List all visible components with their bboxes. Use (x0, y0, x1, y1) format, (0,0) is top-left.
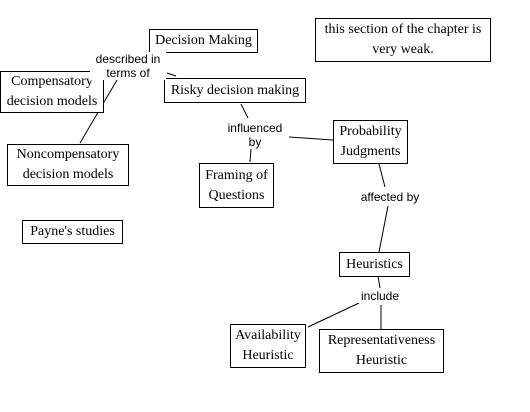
link-risky-to-influenced (240, 103, 249, 119)
link-influenced-to-framing (249, 148, 252, 163)
node-framing-label: Framing of Questions (205, 167, 268, 203)
node-compensatory-label: Compensatory decision models (6, 74, 98, 109)
node-decision-making-label: Decision Making (155, 33, 252, 48)
link-affected-to-heuristics (378, 205, 389, 253)
node-heuristics-label: Heuristics (346, 256, 403, 272)
node-probability-label: Probability Judgments (339, 124, 402, 159)
node-decision-making[interactable]: Decision Making (149, 29, 258, 53)
note-box[interactable]: this section of the chapter is very weak… (315, 18, 491, 62)
node-noncompensatory-decision-models[interactable]: Noncompensatory decision models (7, 144, 129, 186)
link-include-to-availability (307, 302, 360, 328)
node-risky-decision-making[interactable]: Risky decision making (164, 78, 306, 103)
node-representativeness-label: Representativeness Heuristic (327, 333, 436, 368)
link-described-to-risky (166, 72, 177, 77)
node-noncompensatory-label: Noncompensatory decision models (16, 147, 120, 182)
node-paynes-label: Payne's studies (30, 224, 115, 239)
link-label-influenced-by: influenced by (222, 121, 288, 149)
node-compensatory-decision-models[interactable]: Compensatory decision models (0, 71, 104, 113)
link-label-described-in-terms-of: described in terms of (90, 52, 166, 80)
node-framing-of-questions[interactable]: Framing of Questions (199, 163, 274, 208)
link-label-include: include (357, 289, 403, 303)
link-label-affected-by: affected by (357, 190, 423, 204)
link-influenced-to-probability (288, 136, 334, 141)
node-availability-heuristic[interactable]: Availability Heuristic (230, 324, 306, 368)
link-heuristics-to-include (377, 275, 381, 289)
node-risky-label: Risky decision making (170, 82, 300, 98)
note-text: this section of the chapter is very weak… (324, 22, 482, 57)
link-probability-to-affected (378, 163, 386, 188)
node-heuristics[interactable]: Heuristics (339, 252, 410, 277)
node-availability-label: Availability Heuristic (235, 328, 301, 363)
node-probability-judgments[interactable]: Probability Judgments (333, 120, 408, 164)
node-paynes-studies[interactable]: Payne's studies (22, 220, 123, 244)
node-representativeness-heuristic[interactable]: Representativeness Heuristic (319, 329, 444, 373)
